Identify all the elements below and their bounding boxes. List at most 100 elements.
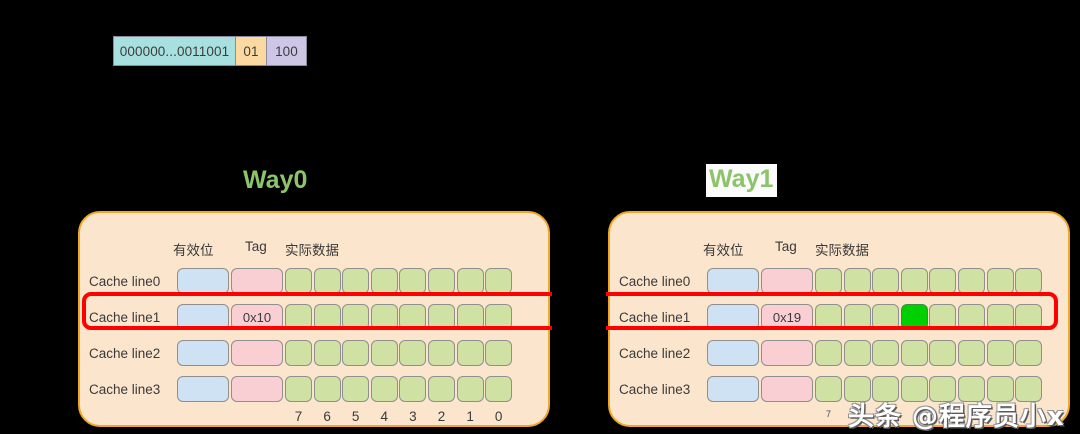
data-byte-cell[interactable] <box>815 340 842 366</box>
data-byte-cell[interactable] <box>929 268 957 294</box>
data-byte-cell[interactable] <box>958 304 985 330</box>
data-byte-cell[interactable] <box>815 376 842 402</box>
data-byte-cell[interactable] <box>929 376 957 402</box>
tag-cell[interactable]: 0x10 <box>231 304 283 330</box>
data-byte-cell[interactable] <box>929 340 957 366</box>
tag-cell[interactable] <box>761 268 813 294</box>
data-byte-cell[interactable] <box>285 304 312 330</box>
data-byte-cell[interactable] <box>456 376 484 402</box>
data-byte-cell[interactable] <box>1015 376 1043 402</box>
data-byte-cell[interactable] <box>370 376 398 402</box>
data-byte-cell[interactable] <box>900 376 928 402</box>
data-byte-cell[interactable] <box>1015 340 1043 366</box>
valid-bit-cell[interactable] <box>177 340 229 366</box>
cache-line-row[interactable]: Cache line2 <box>80 335 548 371</box>
data-byte-cell[interactable] <box>399 268 427 294</box>
valid-bit-cell[interactable] <box>707 304 759 330</box>
data-byte-cell[interactable] <box>285 268 312 294</box>
data-byte-cell[interactable] <box>485 376 513 402</box>
data-byte-cell[interactable] <box>370 304 398 330</box>
tag-cell[interactable] <box>761 340 813 366</box>
tag-cell[interactable]: 0x19 <box>761 304 813 330</box>
data-byte-cell[interactable] <box>900 268 928 294</box>
data-byte-cell[interactable] <box>958 340 985 366</box>
byte-index-label: 0 <box>494 409 503 424</box>
data-byte-cell[interactable] <box>428 268 455 294</box>
data-byte-cell[interactable] <box>485 340 513 366</box>
data-byte-cell[interactable] <box>342 340 370 366</box>
cache-line-row[interactable]: Cache line3 <box>80 371 548 407</box>
cache-line-row[interactable]: Cache line3 <box>610 371 1068 407</box>
data-byte-cell-hit[interactable] <box>900 304 928 330</box>
data-byte-cell[interactable] <box>1015 268 1043 294</box>
data-byte-cell[interactable] <box>815 304 842 330</box>
data-byte-cell[interactable] <box>485 304 513 330</box>
column-header-valid-bit: 有效位 <box>703 243 744 258</box>
column-header-data: 实际数据 <box>815 243 869 258</box>
data-byte-cell[interactable] <box>342 268 370 294</box>
data-byte-cell[interactable] <box>313 340 341 366</box>
data-byte-cell[interactable] <box>986 376 1014 402</box>
valid-bit-cell[interactable] <box>707 340 759 366</box>
cache-line-row[interactable]: Cache line2 <box>610 335 1068 371</box>
data-byte-cell[interactable] <box>986 304 1014 330</box>
data-byte-cell[interactable] <box>428 304 455 330</box>
watermark: 头条 @程序员小x <box>848 402 1065 432</box>
tag-cell[interactable] <box>231 340 283 366</box>
data-byte-cell[interactable] <box>399 340 427 366</box>
cache-line-row[interactable]: Cache line0 <box>80 263 548 299</box>
data-byte-cell[interactable] <box>900 340 928 366</box>
cache-line-row[interactable]: Cache line0 <box>610 263 1068 299</box>
data-byte-cell[interactable] <box>929 304 957 330</box>
valid-bit-cell[interactable] <box>177 304 229 330</box>
data-byte-cell[interactable] <box>428 376 455 402</box>
byte-index-label: 1 <box>466 409 474 424</box>
data-byte-cell[interactable] <box>958 268 985 294</box>
data-byte-cell[interactable] <box>872 340 900 366</box>
data-byte-cell[interactable] <box>313 268 341 294</box>
data-byte-cell[interactable] <box>313 376 341 402</box>
valid-bit-cell[interactable] <box>177 268 229 294</box>
data-byte-cell[interactable] <box>285 340 312 366</box>
data-byte-cell[interactable] <box>872 268 900 294</box>
data-byte-cell[interactable] <box>456 304 484 330</box>
data-byte-cell[interactable] <box>815 268 842 294</box>
data-byte-cell[interactable] <box>456 340 484 366</box>
address-segment-tag: 000000...0011001 <box>113 36 236 66</box>
data-byte-cell[interactable] <box>843 268 871 294</box>
column-header-data: 实际数据 <box>285 243 339 258</box>
valid-bit-cell[interactable] <box>177 376 229 402</box>
data-byte-cell[interactable] <box>428 340 455 366</box>
data-byte-cell[interactable] <box>342 304 370 330</box>
data-byte-cell[interactable] <box>958 376 985 402</box>
data-byte-cell[interactable] <box>370 268 398 294</box>
address-segment-index: 01 <box>235 36 267 66</box>
data-byte-cell[interactable] <box>986 268 1014 294</box>
data-byte-cell[interactable] <box>399 376 427 402</box>
tag-cell[interactable] <box>231 376 283 402</box>
data-byte-cell[interactable] <box>872 376 900 402</box>
data-byte-cell[interactable] <box>1015 304 1043 330</box>
tag-cell[interactable] <box>231 268 283 294</box>
data-byte-cell[interactable] <box>399 304 427 330</box>
data-byte-cell[interactable] <box>843 304 871 330</box>
cache-line-label: Cache line2 <box>619 345 691 361</box>
data-byte-cell[interactable] <box>342 376 370 402</box>
tag-cell[interactable] <box>761 376 813 402</box>
data-byte-cell[interactable] <box>485 268 513 294</box>
data-byte-cell[interactable] <box>456 268 484 294</box>
valid-bit-cell[interactable] <box>707 268 759 294</box>
data-byte-cell[interactable] <box>843 340 871 366</box>
data-byte-cell[interactable] <box>986 340 1014 366</box>
data-byte-cell[interactable] <box>370 340 398 366</box>
valid-bit-cell[interactable] <box>707 376 759 402</box>
data-byte-cell[interactable] <box>313 304 341 330</box>
byte-index-label: 6 <box>323 409 331 424</box>
data-byte-cell[interactable] <box>285 376 312 402</box>
data-byte-cell[interactable] <box>843 376 871 402</box>
data-byte-cell[interactable] <box>872 304 900 330</box>
